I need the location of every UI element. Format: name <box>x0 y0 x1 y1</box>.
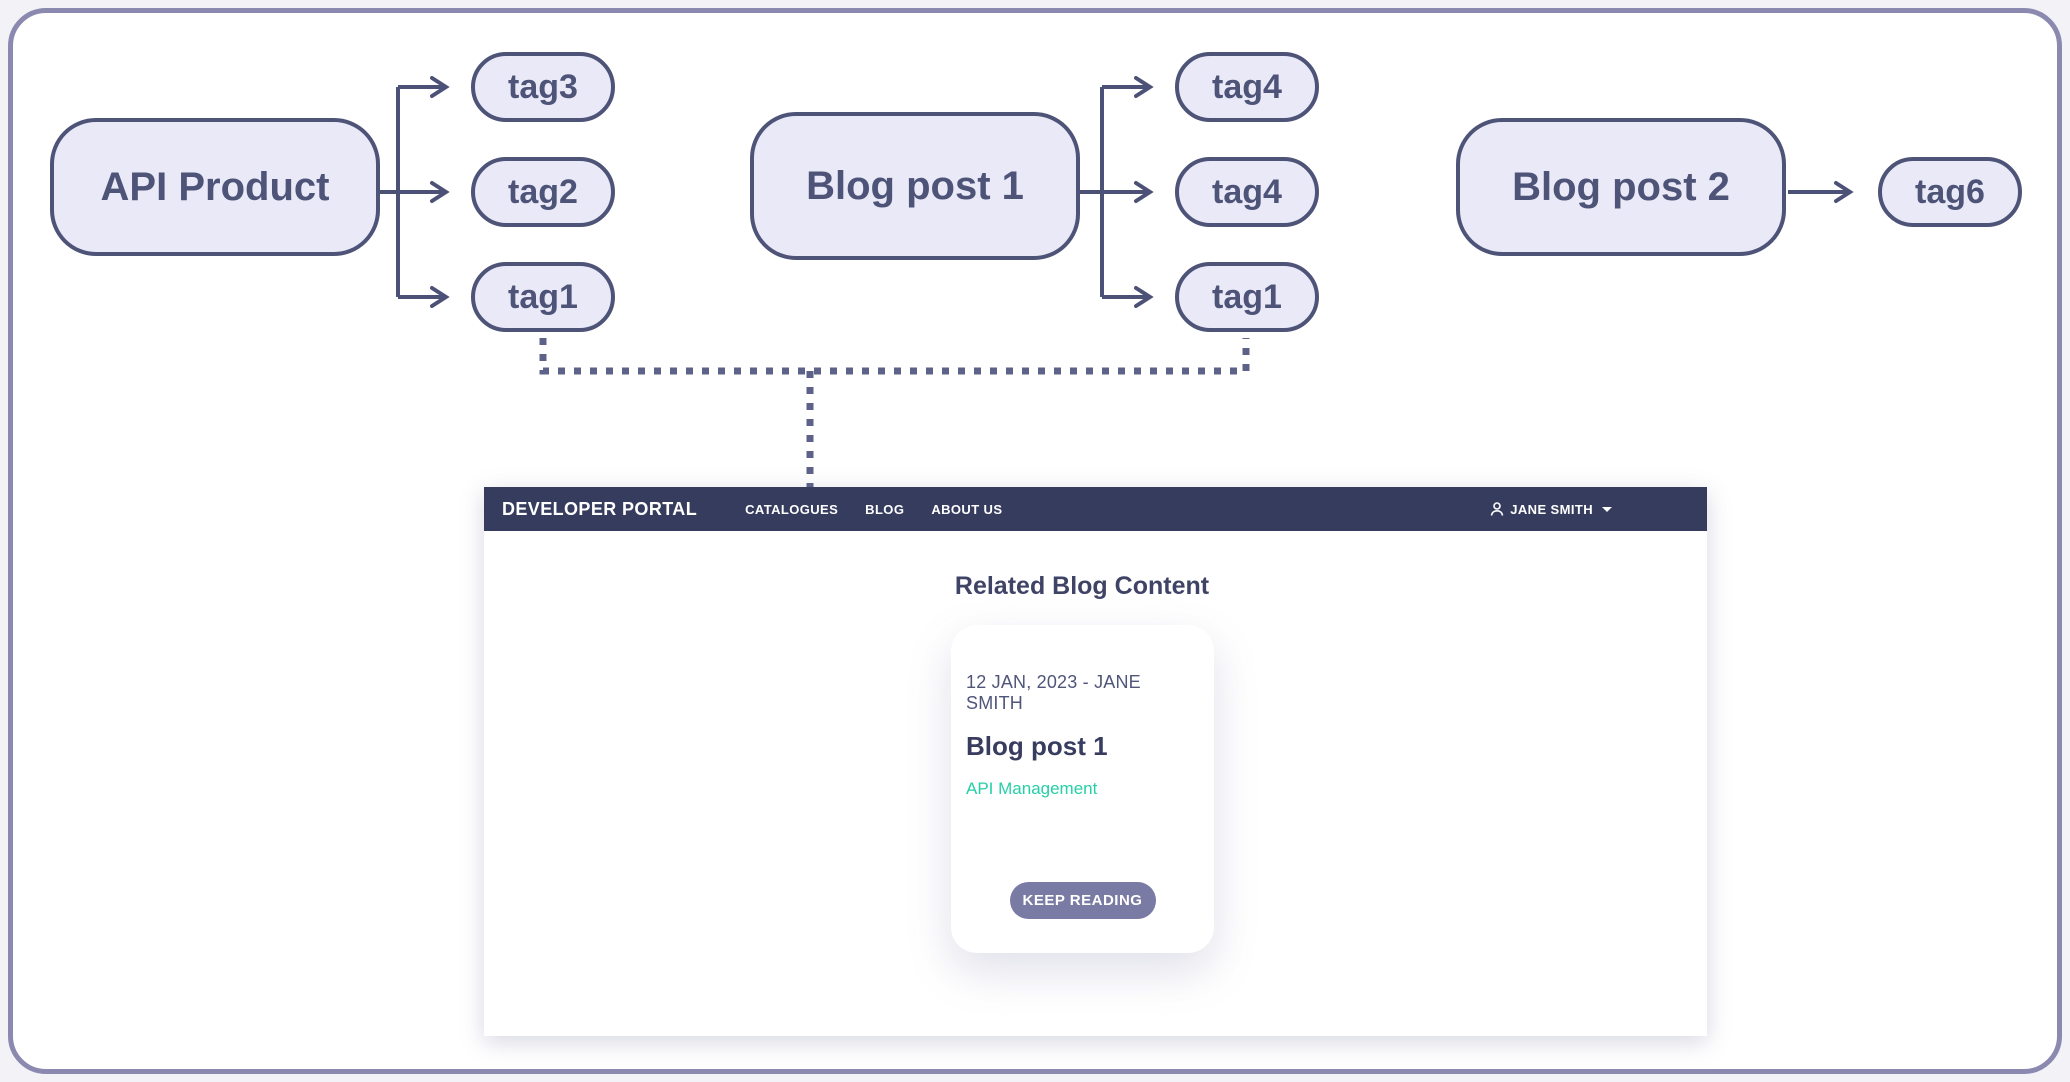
node-tag1-right: tag1 <box>1175 262 1319 332</box>
related-blog-content-title: Related Blog Content <box>954 572 1210 600</box>
node-tag6: tag6 <box>1878 157 2022 227</box>
tag1-left-label: tag1 <box>508 277 578 316</box>
keep-reading-button[interactable]: KEEP READING <box>1009 882 1156 919</box>
tag4-top-label: tag4 <box>1212 67 1282 106</box>
chevron-down-icon <box>1602 506 1612 512</box>
node-tag4-middle: tag4 <box>1175 157 1319 227</box>
user-name: JANE SMITH <box>1510 501 1593 517</box>
node-tag3: tag3 <box>471 52 615 122</box>
blog-card-meta: 12 JAN, 2023 - JANE SMITH <box>966 672 1141 713</box>
tag2-label: tag2 <box>508 172 578 211</box>
brand-title: DEVELOPER PORTAL <box>502 498 698 519</box>
nav-item-catalogues[interactable]: CATALOGUES <box>745 501 839 517</box>
node-tag4-top: tag4 <box>1175 52 1319 122</box>
user-menu[interactable]: JANE SMITH <box>1489 501 1612 517</box>
nav-links: CATALOGUES BLOG ABOUT US <box>745 502 1002 517</box>
node-tag1-left: tag1 <box>471 262 615 332</box>
tag1-right-label: tag1 <box>1212 277 1282 316</box>
blog-card-title: Blog post 1 <box>966 731 1108 761</box>
tag4-middle-label: tag4 <box>1212 172 1282 211</box>
person-icon <box>1490 502 1504 516</box>
node-blog-post-2: Blog post 2 <box>1456 118 1786 256</box>
blog-card: 12 JAN, 2023 - JANE SMITH Blog post 1 AP… <box>951 625 1214 953</box>
nav-item-about-us[interactable]: ABOUT US <box>931 501 1003 517</box>
node-blog-post-1: Blog post 1 <box>750 112 1080 260</box>
node-api-product: API Product <box>50 118 380 256</box>
node-blog-post-1-label: Blog post 1 <box>806 163 1024 208</box>
node-blog-post-2-label: Blog post 2 <box>1512 164 1730 209</box>
node-api-product-label: API Product <box>100 164 330 209</box>
navbar: DEVELOPER PORTAL CATALOGUES BLOG ABOUT U… <box>484 487 1707 531</box>
tag6-label: tag6 <box>1915 172 1985 211</box>
node-tag2: tag2 <box>471 157 615 227</box>
blog-card-tag-link[interactable]: API Management <box>966 779 1098 798</box>
tag3-label: tag3 <box>508 67 578 106</box>
nav-item-blog[interactable]: BLOG <box>865 501 905 517</box>
